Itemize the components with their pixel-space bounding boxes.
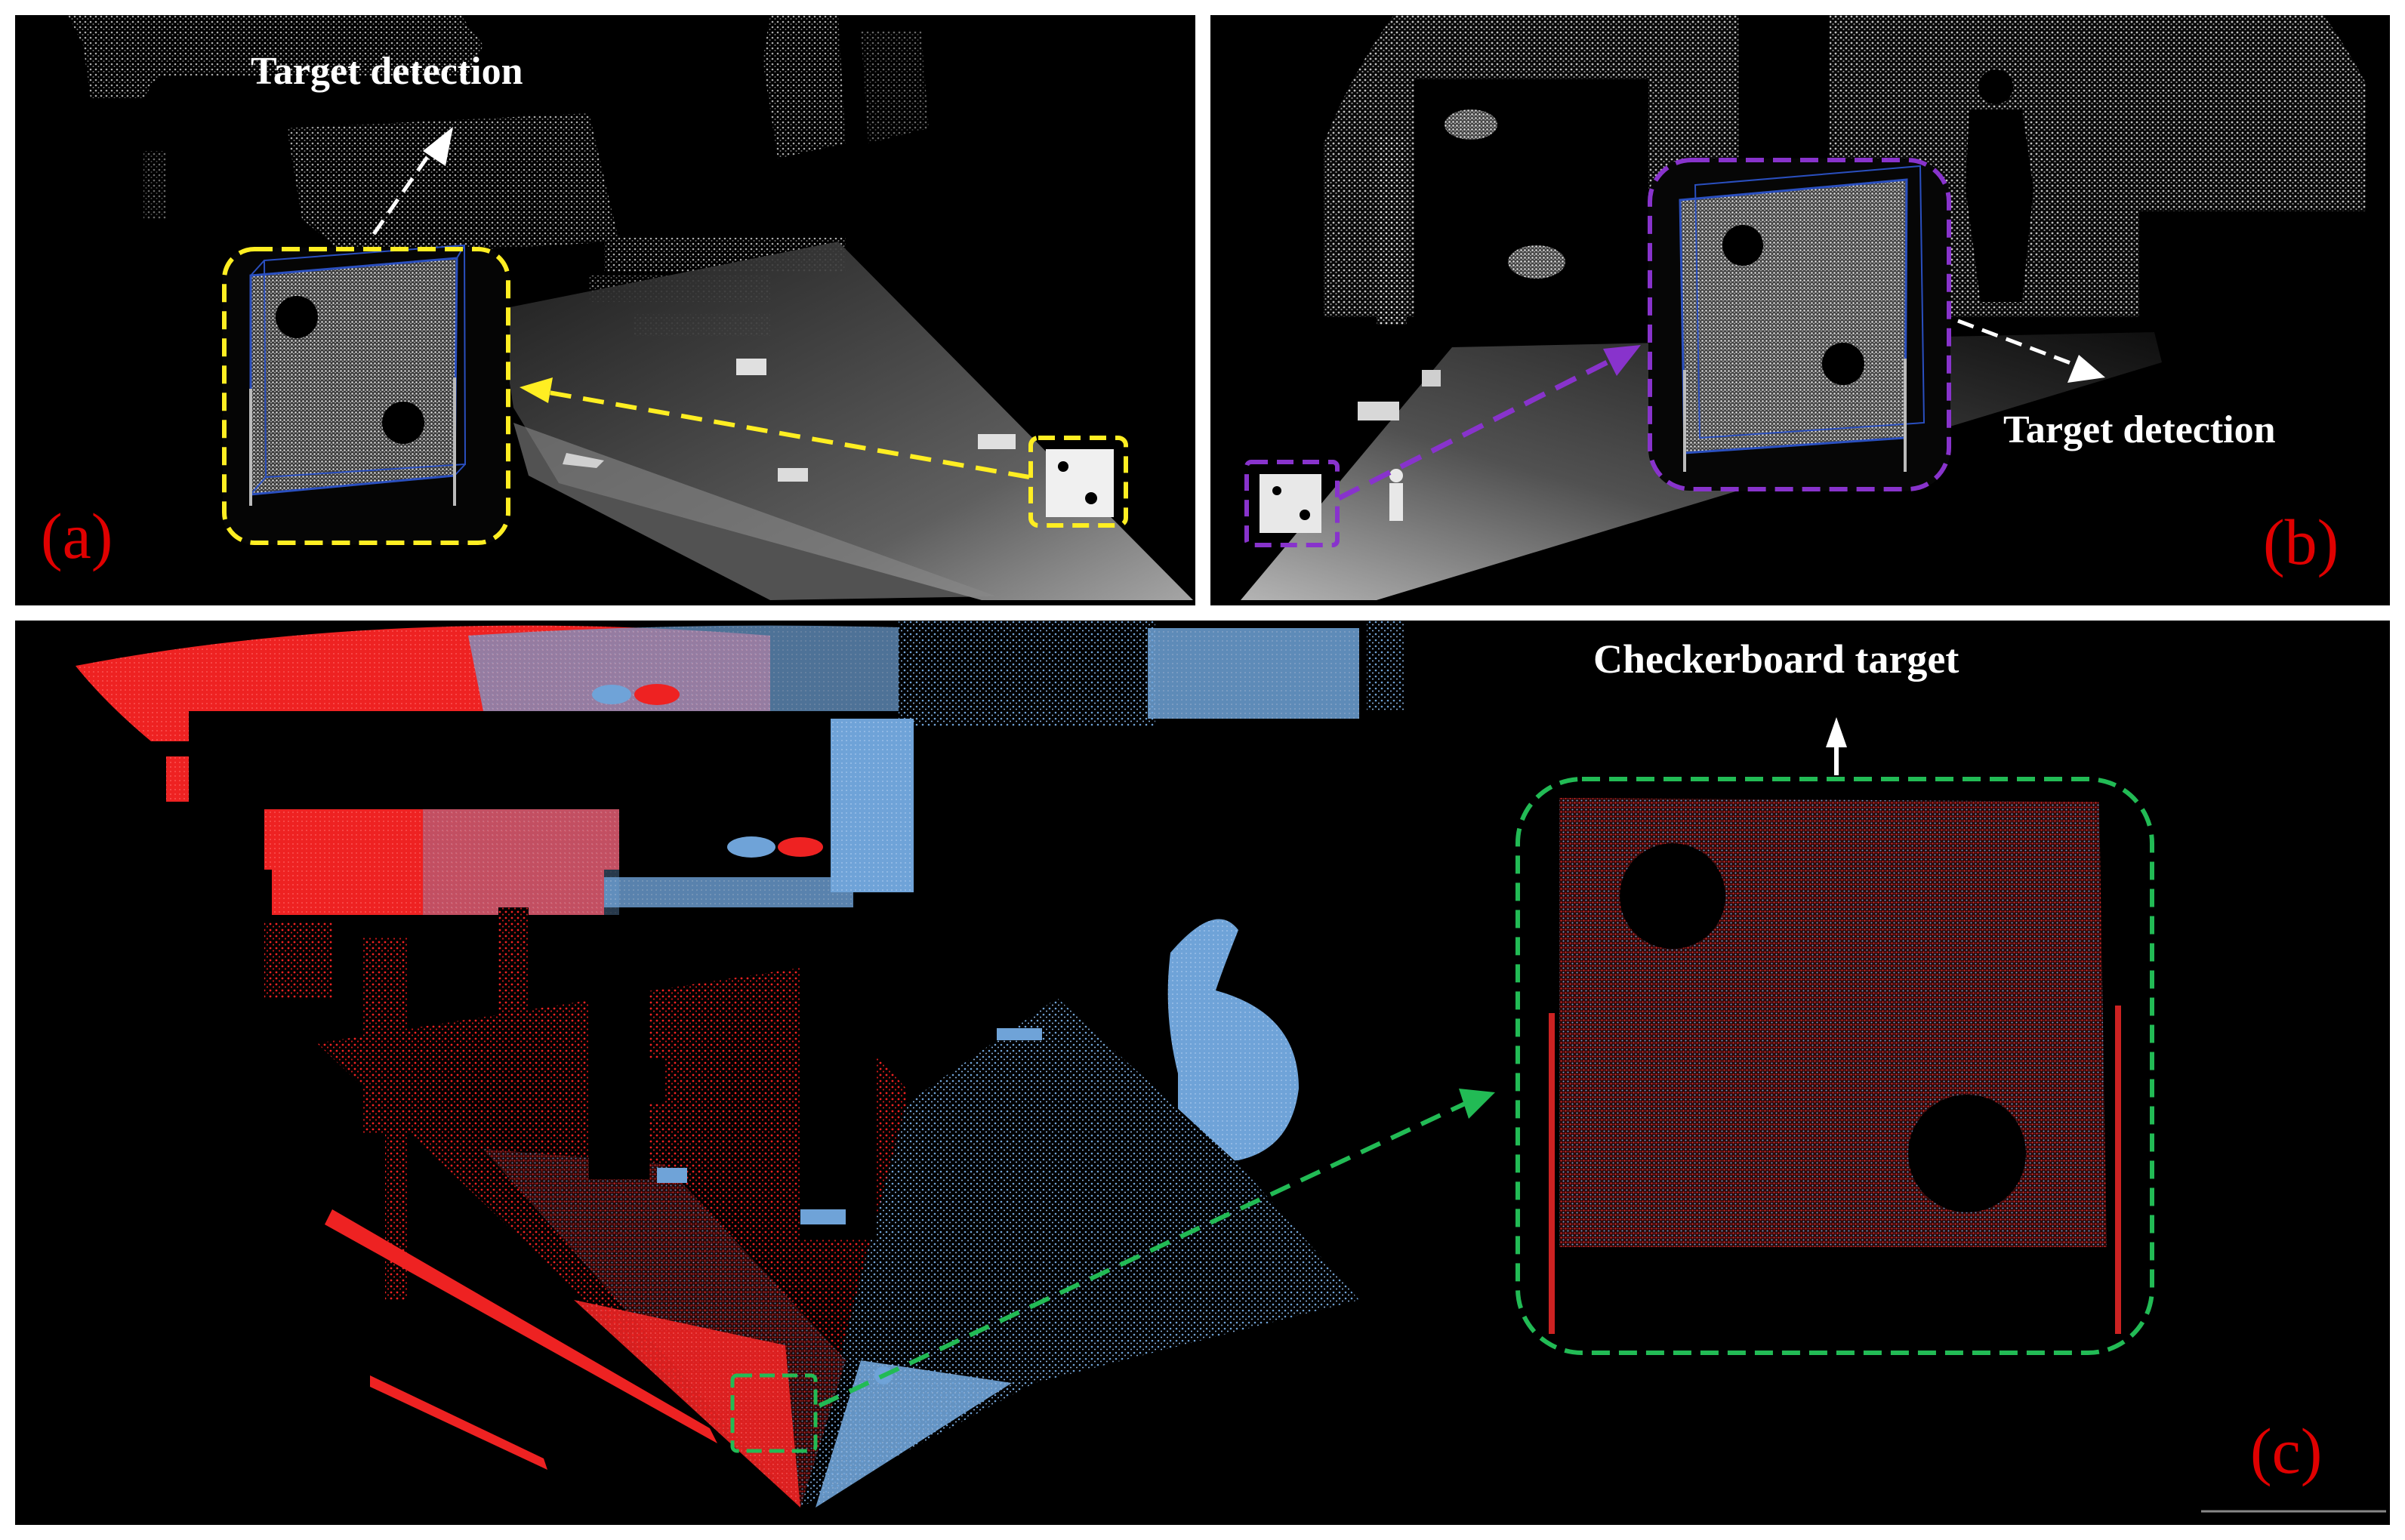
zoom-arrow <box>535 388 1030 479</box>
target-small-highlight-box <box>1244 460 1340 547</box>
target-small-highlight-box <box>1028 436 1128 528</box>
target-zoom-highlight-box <box>1648 158 1951 491</box>
cloud-2-wall <box>899 621 1155 726</box>
target-hole-bottom <box>1908 1095 2026 1212</box>
target-small-highlight-box <box>730 1373 818 1453</box>
target-hole-top <box>1722 225 1763 266</box>
registered-point-cloud-view <box>76 621 2386 1513</box>
annotation-arrow-head <box>1826 717 1847 747</box>
background-disc <box>1508 245 1565 279</box>
target-zoom-highlight-box <box>222 247 510 545</box>
scattered-object <box>736 359 766 375</box>
person-silhouette <box>1966 69 2033 302</box>
zoom-arrow-head <box>520 377 553 403</box>
target-zoomed <box>222 244 510 545</box>
target-small <box>1244 460 1340 547</box>
panel-b: Target detection (b) <box>1210 15 2390 605</box>
checkerboard-target-label: Checkerboard target <box>1593 636 1959 682</box>
scattered-object <box>778 468 808 482</box>
target-zoomed <box>1515 777 2154 1383</box>
scattered-object <box>978 434 1016 449</box>
annotation-arrow <box>372 146 436 236</box>
target-hole-bottom <box>1822 343 1864 385</box>
annotation-arrow-head <box>423 127 453 166</box>
zoom-arrow <box>1337 356 1616 501</box>
target-detection-label: Target detection <box>251 50 523 93</box>
target-small <box>1028 436 1128 528</box>
target-hole-top <box>1620 843 1725 949</box>
panel-a: Target detection (a) <box>15 15 1195 605</box>
zoom-arrow-head <box>1459 1089 1495 1119</box>
person-small <box>1389 469 1403 521</box>
point-cloud-view-b <box>1241 15 2381 600</box>
annotation-arrow-head <box>2067 355 2105 383</box>
target-zoom-highlight-box <box>1515 777 2154 1355</box>
target-hole-bottom <box>382 402 424 444</box>
panel-label-a: (a) <box>41 500 113 572</box>
target-hole-top <box>276 296 318 338</box>
zoom-arrow <box>818 1101 1466 1408</box>
target-detection-label: Target detection <box>2003 408 2276 451</box>
panel-c: Checkerboard target (c) <box>15 621 2390 1525</box>
cloud-2-person <box>1167 919 1299 1164</box>
target-zoomed <box>1648 158 1951 491</box>
panel-label-c: (c) <box>2250 1415 2323 1487</box>
point-cloud-view-a <box>68 15 1193 600</box>
zoom-arrow-head <box>1603 345 1641 376</box>
cloud-2-column <box>831 719 914 892</box>
annotation-arrow <box>1957 319 2080 368</box>
panel-label-b: (b) <box>2263 506 2339 578</box>
